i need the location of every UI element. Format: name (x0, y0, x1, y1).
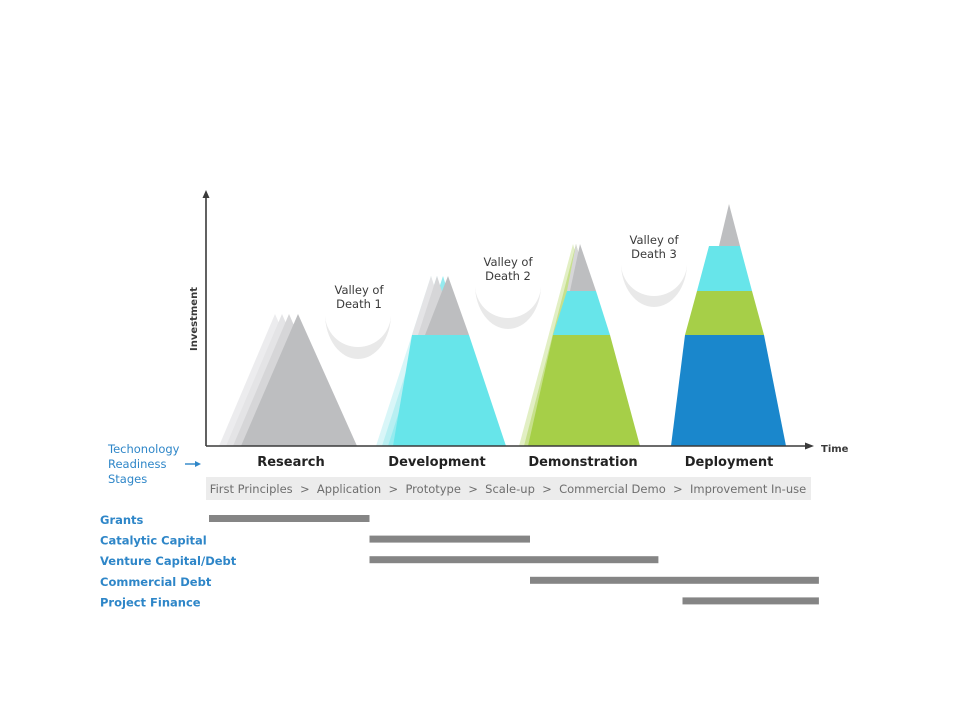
funding-bar-4 (682, 597, 819, 605)
demonstration-mountain (519, 244, 640, 446)
funding-bar-2 (369, 556, 659, 564)
valley-3-line1: Valley of (629, 233, 679, 247)
valley-3-line2: Death 3 (631, 247, 677, 261)
valley-1-line1: Valley of (334, 283, 384, 297)
development-mountain (376, 276, 506, 446)
y-axis-title: Investment (189, 287, 200, 351)
trl-arrow-icon (195, 461, 201, 467)
trl-label-line1: Techonology (107, 442, 180, 456)
valley-1-line2: Death 1 (336, 297, 382, 311)
funding-bar-0 (209, 515, 370, 522)
valley-2-line1: Valley of (483, 255, 533, 269)
valley-2-line2: Death 2 (485, 269, 531, 283)
x-axis-title: Time (821, 444, 849, 455)
funding-bar-1 (369, 535, 530, 543)
steps-band (206, 477, 811, 500)
stage-label-deployment: Deployment (685, 455, 774, 470)
funding-label-4: Project Finance (100, 595, 201, 609)
research-peak (241, 314, 357, 446)
deployment-blue (671, 335, 786, 446)
deployment-mountain (671, 204, 786, 446)
demonstration-tip (570, 244, 596, 291)
valley-arc-3 (621, 263, 687, 307)
stage-label-demonstration: Demonstration (528, 455, 637, 470)
stage-label-research: Research (257, 455, 325, 470)
development-cyan (393, 335, 506, 446)
valley-arc-2 (475, 285, 541, 329)
development-tip (425, 276, 469, 335)
funding-label-3: Commercial Debt (100, 575, 212, 589)
stage-label-development: Development (388, 455, 485, 470)
deployment-green (685, 291, 764, 335)
steps-text: First Principles > Application > Prototy… (210, 482, 806, 496)
demonstration-cyan (553, 291, 610, 335)
demonstration-green (528, 335, 640, 446)
x-axis-arrow-icon (805, 442, 814, 450)
deployment-tip (719, 204, 740, 246)
trl-label-line2: Readiness (108, 457, 166, 471)
deployment-cyan (697, 246, 752, 291)
trl-label-line3: Stages (108, 472, 147, 486)
valley-arc-1 (325, 314, 391, 359)
funding-bar-3 (530, 576, 819, 584)
y-axis-arrow-icon (202, 190, 210, 198)
funding-label-0: Grants (100, 513, 144, 527)
funding-label-2: Venture Capital/Debt (100, 554, 237, 568)
funding-label-1: Catalytic Capital (100, 534, 207, 548)
research-mountain (219, 314, 357, 446)
